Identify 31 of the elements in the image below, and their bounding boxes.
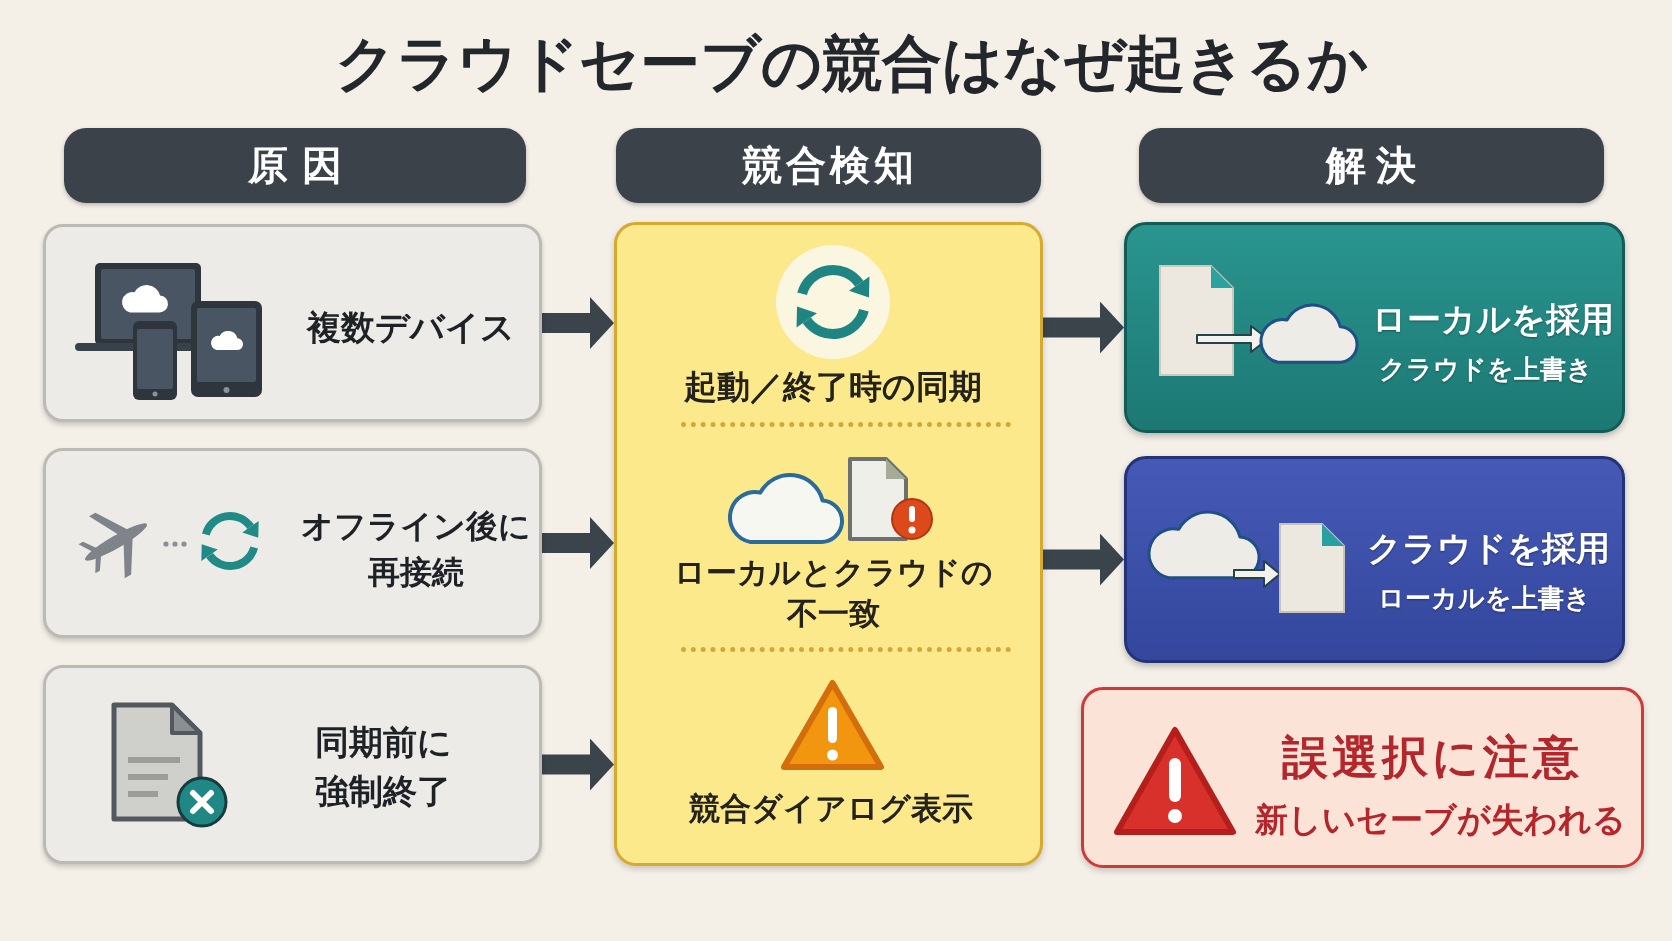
option-title: ローカルを採用 [1372,297,1614,341]
cause-text: オフライン後に再接続 [300,505,532,593]
option-title: クラウドを採用 [1366,526,1610,570]
arrow [1043,533,1124,586]
option-subtitle: ローカルを上書き [1377,581,1591,615]
resolution-card [1124,456,1625,663]
cause-card [43,665,542,864]
header-label: 競合検知 [741,141,918,190]
cause-text: 同期前に強制終了 [313,720,453,813]
header-label: 解決 [1324,141,1426,190]
detection-panel [614,222,1043,866]
warning-text: 新しいセーブが失われる [1254,799,1626,841]
header-label: 原因 [247,141,356,190]
warning-title: 誤選択に注意 [1280,729,1583,787]
cause-text: 複数デバイス [307,305,515,349]
column-header [64,128,526,203]
arrow [542,297,614,349]
step-text: ローカルとクラウドの不一致 [672,553,994,633]
cause-card [43,448,542,638]
column-header [1139,128,1604,203]
arrow [542,738,614,791]
cause-card [43,224,542,422]
column-header [616,128,1041,203]
arrow [542,517,614,569]
step-text: 起動／終了時の同期 [684,366,982,408]
step-text: 競合ダイアログ表示 [689,788,973,828]
warning-card [1081,687,1644,868]
arrow [1043,301,1124,354]
resolution-card [1124,222,1625,433]
title: クラウドセーブの競合はなぜ起きるか [334,26,1368,100]
option-subtitle: クラウドを上書き [1379,352,1593,386]
